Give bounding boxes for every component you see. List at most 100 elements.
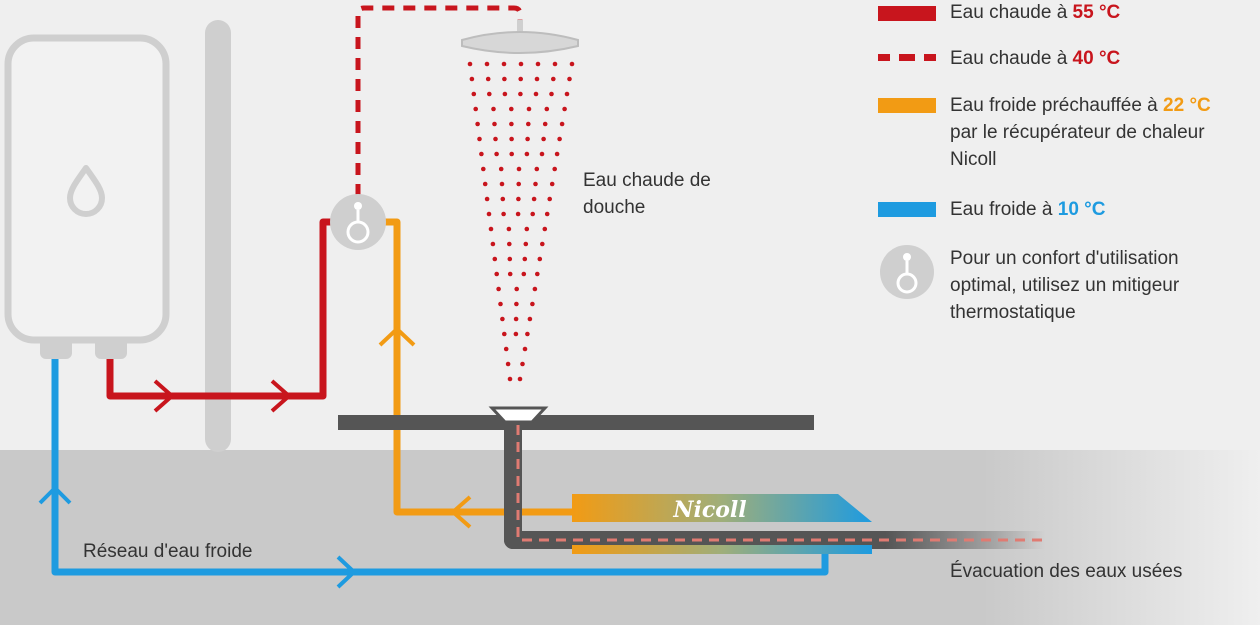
spray-drop	[498, 166, 504, 172]
spray-drop	[547, 196, 552, 202]
spray-drop	[517, 376, 523, 382]
spray-drop	[518, 76, 523, 82]
spray-drop	[522, 346, 528, 352]
spray-drop	[544, 211, 550, 217]
spray-drop	[533, 181, 538, 187]
wastewater-label: Évacuation des eaux usées	[950, 561, 1183, 582]
spray-drop	[535, 61, 541, 67]
spray-drop	[514, 301, 519, 307]
spray-drop	[491, 106, 496, 112]
spray-drop	[486, 211, 492, 217]
spray-drop	[502, 76, 507, 82]
spray-drop	[516, 166, 522, 172]
spray-drop	[544, 106, 550, 112]
shower-water-label: Eau chaude de douche	[583, 170, 711, 218]
water-heater	[4, 34, 170, 359]
spray-drop	[522, 256, 528, 262]
spray-drop	[525, 136, 530, 142]
spray-drop	[488, 226, 494, 232]
spray-drop	[549, 91, 554, 97]
spray-drop	[524, 151, 530, 157]
spray-drop	[505, 361, 511, 367]
thermostatic-mixer-icon	[330, 194, 386, 250]
spray-drop	[509, 151, 514, 157]
legend-preheated: Eau froide préchauffée à 22 °C par le ré…	[950, 95, 1211, 170]
spray-drop	[542, 226, 548, 232]
spray-drop	[552, 166, 557, 172]
spray-drop	[518, 61, 524, 67]
spray-drop	[526, 106, 532, 112]
spray-drop	[552, 61, 558, 67]
spray-drop	[567, 76, 572, 82]
spray-drop	[507, 241, 512, 247]
spray-drop	[492, 121, 497, 127]
spray-drop	[503, 346, 509, 352]
spray-drop	[541, 136, 546, 142]
spray-drop	[509, 136, 514, 142]
spray-drop	[502, 91, 508, 97]
spray-drop	[484, 196, 490, 202]
spray-drop	[551, 76, 556, 82]
spray-drop	[549, 181, 555, 187]
spray-drop	[469, 76, 475, 82]
spray-drop	[502, 331, 507, 337]
spray-drop	[500, 316, 505, 322]
legend-cold: Eau froide à 10 °C	[950, 199, 1106, 220]
spray-drop	[539, 151, 545, 157]
spray-drop	[518, 91, 523, 97]
spray-drop	[507, 376, 513, 382]
spray-drop	[559, 121, 565, 127]
spray-drop	[496, 286, 501, 292]
spray-drop	[475, 121, 480, 127]
legend-swatch-preheated	[878, 98, 936, 113]
spray-drop	[533, 91, 539, 97]
cold-network-label: Réseau d'eau froide	[83, 541, 253, 562]
spray-drop	[562, 106, 567, 112]
spray-drop	[534, 76, 540, 82]
spray-drop	[471, 91, 477, 97]
spray-drop	[524, 226, 530, 232]
spray-drop	[526, 121, 531, 127]
spray-drop	[527, 316, 533, 322]
spray-drop	[479, 151, 484, 157]
spray-drop	[507, 271, 513, 277]
spray-drop	[523, 241, 529, 247]
spray-drop	[473, 106, 479, 112]
spray-drop	[506, 226, 512, 232]
spray-drop	[520, 361, 525, 367]
wall-pipe	[205, 20, 231, 452]
shower-head-icon	[461, 20, 579, 54]
legend-hot55: Eau chaude à 55 °C	[950, 2, 1121, 23]
spray-drop	[516, 181, 521, 187]
spray-drop	[530, 301, 535, 307]
spray-drop	[485, 76, 491, 82]
spray-drop	[525, 331, 530, 337]
spray-drop	[530, 211, 535, 217]
legend-swatch-cold	[878, 202, 936, 217]
spray-drop	[500, 196, 506, 202]
spray-drop	[535, 271, 540, 277]
spray-drop	[509, 106, 514, 112]
spray-drop	[498, 301, 503, 307]
legend-hot40: Eau chaude à 40 °C	[950, 48, 1121, 69]
spray-drop	[542, 121, 548, 127]
spray-drop	[482, 181, 488, 187]
legend-mixer-icon	[880, 245, 934, 299]
shower-floor	[338, 415, 814, 430]
legend-swatch-hot55	[878, 6, 936, 21]
spray-drop	[494, 271, 500, 277]
spray-drop	[501, 211, 506, 217]
spray-drop	[540, 241, 545, 247]
spray-drop	[467, 61, 473, 67]
spray-drop	[569, 61, 575, 67]
spray-drop	[557, 136, 562, 142]
spray-drop	[493, 136, 498, 142]
spray-drop	[516, 196, 521, 202]
water-drop-icon	[67, 165, 105, 217]
spray-drop	[564, 91, 570, 97]
spray-drop	[501, 61, 507, 67]
spray-drop	[492, 256, 498, 262]
spray-drop	[537, 256, 543, 262]
legend-swatch-hot40	[878, 54, 936, 61]
